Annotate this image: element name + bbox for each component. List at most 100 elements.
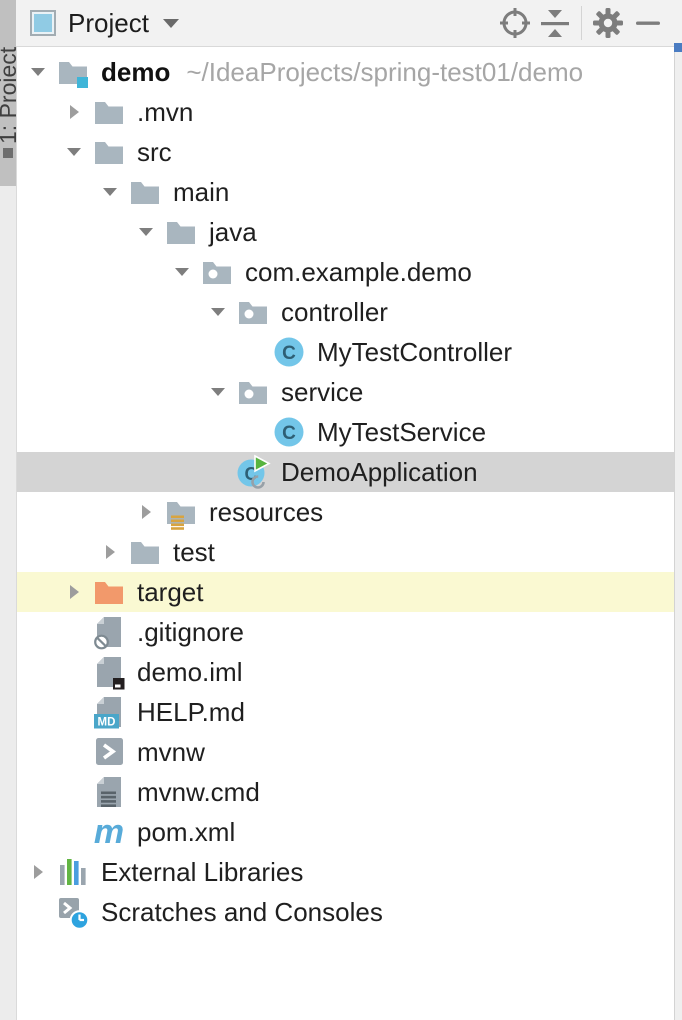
tree-row-main[interactable]: main [17, 172, 674, 212]
tree-item-label: java [209, 216, 257, 247]
settings-gear-icon[interactable] [588, 3, 628, 43]
class-icon: C [269, 412, 309, 452]
tool-window-icon [30, 10, 56, 36]
toolbar-separator [581, 6, 582, 40]
arrow-spacer [59, 812, 89, 852]
tool-window-tab-project[interactable]: 1: Project [0, 0, 16, 186]
arrow-spacer [59, 732, 89, 772]
tree-item-label: target [137, 576, 204, 607]
tree-row-demoapplication[interactable]: C DemoApplication [17, 452, 674, 492]
tree-row-test[interactable]: test [17, 532, 674, 572]
expand-arrow-icon[interactable] [203, 292, 233, 332]
tree-item-label: test [173, 536, 215, 567]
panel-divider[interactable] [674, 47, 682, 1020]
tree-row-demo[interactable]: demo ~/IdeaProjects/spring-test01/demo [17, 52, 674, 92]
tree-item-label: service [281, 376, 364, 407]
collapse-arrow-icon[interactable] [131, 492, 161, 532]
arrow-spacer [203, 452, 233, 492]
folder-icon [89, 92, 129, 132]
tree-row-help-md[interactable]: MD HELP.md [17, 692, 674, 732]
tree-item-label: com.example.demo [245, 256, 472, 287]
package-folder-icon [233, 292, 273, 332]
tree-row--mvn[interactable]: .mvn [17, 92, 674, 132]
tree-row-demo-iml[interactable]: demo.iml [17, 652, 674, 692]
tree-row-mvnw[interactable]: mvnw [17, 732, 674, 772]
package-folder-icon [233, 372, 273, 412]
tree-row-scratches-and-consoles[interactable]: Scratches and Consoles [17, 892, 674, 932]
maven-file-icon: m [89, 812, 129, 852]
arrow-spacer [239, 412, 269, 452]
tree-item-label: mvnw.cmd [137, 776, 260, 807]
tree-row-com-example-demo[interactable]: com.example.demo [17, 252, 674, 292]
tree-row-external-libraries[interactable]: External Libraries [17, 852, 674, 892]
module-file-icon [89, 652, 129, 692]
tree-item-label: mvnw [137, 736, 205, 767]
expand-arrow-icon[interactable] [23, 52, 53, 92]
svg-text:C: C [282, 343, 296, 364]
svg-text:C: C [282, 423, 296, 444]
collapse-arrow-icon[interactable] [59, 92, 89, 132]
expand-arrow-icon[interactable] [203, 372, 233, 412]
toolbar-title[interactable]: Project [68, 7, 149, 38]
text-file-icon [89, 772, 129, 812]
tree-row-mytestcontroller[interactable]: C MyTestController [17, 332, 674, 372]
arrow-spacer [59, 772, 89, 812]
expand-arrow-icon[interactable] [59, 132, 89, 172]
arrow-spacer [23, 892, 53, 932]
arrow-spacer [59, 652, 89, 692]
chevron-down-icon[interactable] [159, 11, 183, 35]
project-folder-icon [53, 52, 93, 92]
tree-row-mytestservice[interactable]: C MyTestService [17, 412, 674, 452]
class-icon: C [269, 332, 309, 372]
tree-item-label: Scratches and Consoles [101, 896, 383, 927]
collapse-arrow-icon[interactable] [59, 572, 89, 612]
scratches-consoles-icon [53, 892, 93, 932]
tree-row-java[interactable]: java [17, 212, 674, 252]
project-tree: demo ~/IdeaProjects/spring-test01/demo .mv… [16, 47, 674, 1020]
tree-item-label: MyTestService [317, 416, 487, 447]
expand-arrow-icon[interactable] [95, 172, 125, 212]
tree-row-service[interactable]: service [17, 372, 674, 412]
tree-item-label: demo [101, 56, 171, 87]
tree-item-label: .gitignore [137, 616, 244, 647]
tree-item-label: MyTestController [317, 336, 513, 367]
toolbar-buttons [495, 3, 682, 43]
expand-arrow-icon[interactable] [167, 252, 197, 292]
tree-row-src[interactable]: src [17, 132, 674, 172]
folder-icon [125, 172, 165, 212]
expand-arrow-icon[interactable] [131, 212, 161, 252]
hide-icon[interactable] [628, 3, 668, 43]
project-path-suffix: ~/IdeaProjects/spring-test01/demo [186, 56, 584, 87]
tree-row-resources[interactable]: resources [17, 492, 674, 532]
collapse-arrow-icon[interactable] [23, 852, 53, 892]
tree-item-label: .mvn [137, 96, 194, 127]
tool-window-tab-label: 1: Project [0, 46, 16, 144]
folder-icon [89, 132, 129, 172]
tree-row-target[interactable]: target [17, 572, 674, 612]
shell-script-file-icon [89, 732, 129, 772]
svg-text:m: m [94, 814, 124, 850]
libraries-icon [53, 852, 93, 892]
tree-item-label: pom.xml [137, 816, 236, 847]
tool-window-stripe: 1: Project [0, 0, 16, 1020]
locate-icon[interactable] [495, 3, 535, 43]
tree-row--gitignore[interactable]: .gitignore [17, 612, 674, 652]
arrow-spacer [59, 692, 89, 732]
markdown-file-icon: MD [89, 692, 129, 732]
tree-item-label: HELP.md [137, 696, 245, 727]
excluded-folder-icon [89, 572, 129, 612]
folder-icon [161, 212, 201, 252]
tree-item-label: External Libraries [101, 856, 304, 887]
tool-window-mini-icon [3, 148, 13, 158]
main-class-run-icon: C [233, 452, 273, 492]
divider-notch [674, 43, 682, 52]
package-folder-icon [197, 252, 237, 292]
tree-row-mvnw-cmd[interactable]: mvnw.cmd [17, 772, 674, 812]
tree-row-controller[interactable]: controller [17, 292, 674, 332]
svg-text:MD: MD [98, 717, 116, 729]
tree-row-pom-xml[interactable]: m pom.xml [17, 812, 674, 852]
tree-item-label: DemoApplication [281, 456, 478, 487]
collapse-arrow-icon[interactable] [95, 532, 125, 572]
project-toolbar: Project [16, 0, 682, 47]
collapse-all-icon[interactable] [535, 3, 575, 43]
